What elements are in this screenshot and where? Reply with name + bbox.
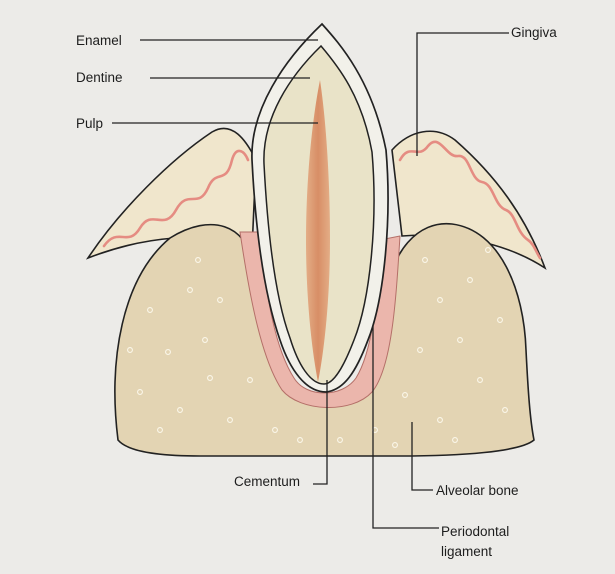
gingiva-epithelium-left: [102, 149, 250, 248]
label-periodontal-ligament-line1: Periodontal: [441, 524, 509, 539]
leader-gingiva: [416, 32, 509, 156]
label-dentine: Dentine: [76, 70, 123, 85]
tooth-pulp: [306, 80, 330, 382]
label-alveolar-bone: Alveolar bone: [436, 483, 519, 498]
leader-alveolar-bone: [411, 422, 433, 491]
label-enamel: Enamel: [76, 33, 122, 48]
periodontal-ligament: [239, 231, 401, 408]
leader-periodontal-ligament: [372, 326, 439, 529]
label-pulp: Pulp: [76, 116, 103, 131]
label-gingiva: Gingiva: [511, 25, 557, 40]
leader-lines: [112, 32, 509, 529]
label-periodontal-ligament-line2: ligament: [441, 544, 492, 559]
bone-texture: [127, 247, 508, 448]
gingiva-epithelium-right: [398, 140, 542, 260]
leader-cementum: [313, 380, 328, 485]
label-cementum: Cementum: [234, 474, 300, 489]
